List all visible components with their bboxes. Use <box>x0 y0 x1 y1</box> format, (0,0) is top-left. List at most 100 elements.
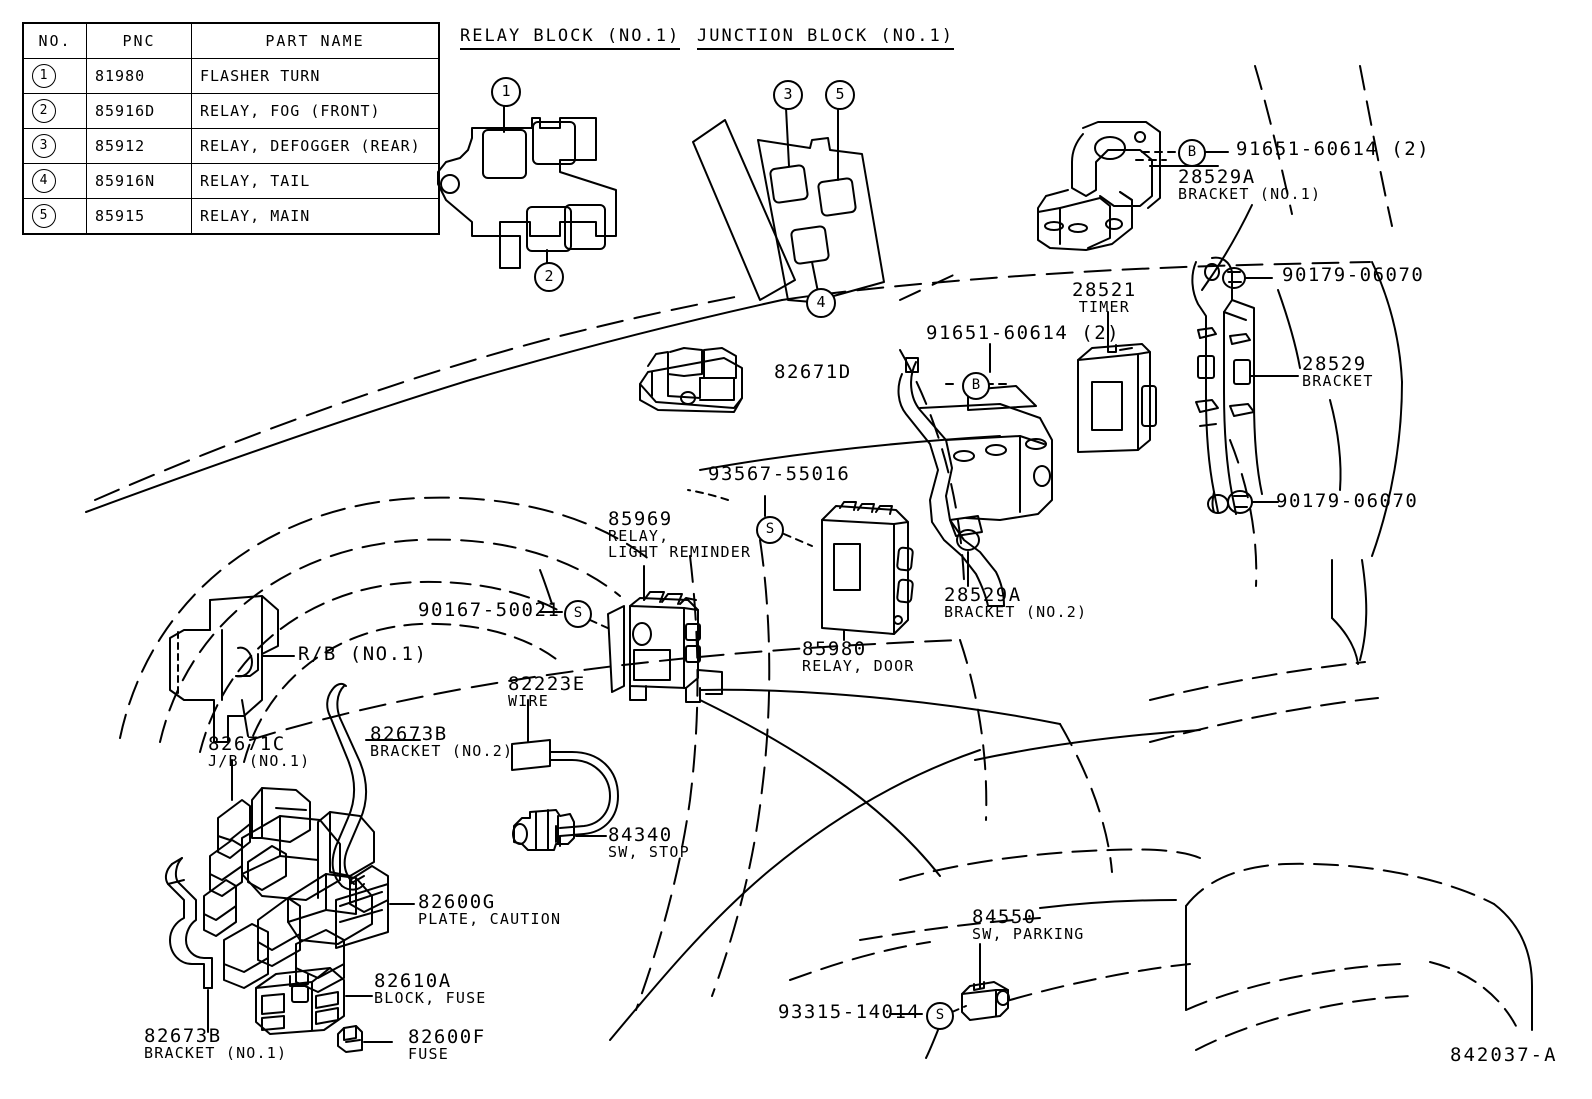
part-number: 82223E <box>508 673 586 695</box>
part-number: 82673B <box>144 1025 222 1047</box>
legend-cell-name: FLASHER TURN <box>191 58 440 94</box>
junction-block-detail-drawing <box>692 107 961 303</box>
bracket-82673b-no2-drawing <box>326 682 367 891</box>
relay-door-85980-drawing <box>821 501 914 635</box>
legend-cell-pnc: 85916N <box>86 163 192 199</box>
fuse-block-82610a-drawing <box>255 967 345 1035</box>
screw-mark-s-90167: S <box>564 600 592 628</box>
part-label-91651-60614-mid: 91651-60614 (2) <box>926 322 1121 344</box>
relay-block-detail-title: RELAY BLOCK (NO.1) <box>460 26 681 50</box>
bolt-90179-bottom-drawing <box>1227 490 1279 514</box>
timer-28521-drawing <box>1077 343 1157 453</box>
part-number: 93567-55016 <box>708 463 851 485</box>
jb-no1-82671c-drawing <box>169 595 279 743</box>
part-label-28529a-no1: 28529A BRACKET (NO.1) <box>1178 167 1322 204</box>
legend-number-badge: 2 <box>32 99 56 123</box>
parts-legend-table: NO. PNC PART NAME 1 81980 FLASHER TURN 2… <box>22 22 440 235</box>
legend-cell-pnc: 85915 <box>86 198 192 235</box>
legend-cell-name: RELAY, MAIN <box>191 198 440 235</box>
stop-switch-84340-drawing <box>512 809 575 851</box>
diagram-id-code: 842037-A <box>1450 1044 1558 1066</box>
part-label-85980-relay-door: 85980 RELAY, DOOR <box>802 638 915 676</box>
callout-number-3: 3 <box>773 80 803 110</box>
part-number: 84550 <box>972 906 1037 928</box>
legend-number-badge: 4 <box>32 169 56 193</box>
bracket-28529a-no2-drawing <box>897 357 1053 607</box>
part-label-90179-06070-top: 90179-06070 <box>1282 264 1425 286</box>
part-label-90179-06070-bottom: 90179-06070 <box>1276 491 1418 511</box>
part-label-82600f-fuse: 82600F FUSE <box>408 1027 486 1064</box>
legend-cell-pnc: 81980 <box>86 58 192 94</box>
part-number: 93315-14014 <box>778 1001 921 1023</box>
parking-switch-84550-drawing <box>961 981 1010 1021</box>
part-label-85969-relay-light-reminder: 85969 RELAY, LIGHT REMINDER <box>608 508 752 561</box>
part-number: 91651-60614 (2) <box>926 322 1121 344</box>
bracket-28529a-no1-drawing <box>1037 121 1161 251</box>
part-label-84550-sw-parking: 84550 SW, PARKING <box>972 906 1085 944</box>
part-description: PLATE, CAUTION <box>418 910 562 929</box>
part-description: SW, PARKING <box>972 925 1085 944</box>
relay-light-reminder-85969-drawing <box>607 591 723 703</box>
part-description: BRACKET <box>1302 372 1374 391</box>
part-label-28529-bracket: 28529 BRACKET <box>1302 353 1374 391</box>
part-description: FUSE <box>408 1045 449 1064</box>
part-number: 85969 <box>608 508 673 530</box>
part-description: TIMER <box>1078 298 1130 317</box>
part-number: 82671D <box>774 361 852 383</box>
bracket-82673b-no1-drawing <box>164 857 213 989</box>
table-row: 5 85915 RELAY, MAIN <box>22 198 440 235</box>
part-number: 82610A <box>374 970 452 992</box>
part-description: BLOCK, FUSE <box>374 989 487 1008</box>
legend-cell-name: RELAY, FOG (FRONT) <box>191 93 440 129</box>
bolt-mark-b-mid: B <box>962 372 990 400</box>
part-number: 90167-50021 <box>418 599 561 621</box>
part-description: WIRE <box>508 692 549 711</box>
part-description: BRACKET (NO.1) <box>1178 185 1322 204</box>
callout-number-4: 4 <box>806 288 836 318</box>
part-number: 82600G <box>418 891 496 913</box>
part-label-82671d: 82671D <box>774 361 852 383</box>
screw-mark-s-93315: S <box>926 1002 954 1030</box>
table-row: 3 85912 RELAY, DEFOGGER (REAR) <box>22 128 440 164</box>
callout-number-1: 1 <box>491 77 521 107</box>
part-number: 90179-06070 <box>1282 264 1425 286</box>
relay-block-82671d-drawing <box>639 347 743 413</box>
legend-cell-pnc: 85912 <box>86 128 192 164</box>
caution-plate-82600g-drawing <box>335 883 389 949</box>
part-number: 91651-60614 (2) <box>1236 138 1431 160</box>
part-number: 82673B <box>370 723 448 745</box>
table-row: 4 85916N RELAY, TAIL <box>22 163 440 199</box>
bolt-mark-b-top: B <box>1178 139 1206 167</box>
junction-block-exploded-drawing <box>203 787 389 993</box>
part-description: BRACKET (NO.2) <box>370 742 514 761</box>
part-label-90167-50021: 90167-50021 <box>418 599 561 621</box>
part-label-82671c-jb-no1: 82671C J/B (NO.1) <box>208 733 311 771</box>
table-row: 2 85916D RELAY, FOG (FRONT) <box>22 93 440 129</box>
part-number: 85980 <box>802 638 867 660</box>
part-description: BRACKET (NO.1) <box>144 1044 288 1063</box>
part-label-82610a-block-fuse: 82610A BLOCK, FUSE <box>374 970 487 1008</box>
part-description: BRACKET (NO.2) <box>944 603 1088 622</box>
part-description: SW, STOP <box>608 843 690 862</box>
part-number: 28529A <box>944 584 1022 606</box>
junction-block-detail-title: JUNCTION BLOCK (NO.1) <box>697 26 954 50</box>
part-number: 82671C <box>208 733 286 755</box>
part-number: 28521 <box>1072 279 1137 301</box>
bolt-90179-top-drawing <box>1222 267 1273 289</box>
bracket-28529-drawing <box>1191 256 1263 515</box>
part-description-line1: RELAY, <box>608 527 670 546</box>
relay-block-detail-drawing <box>437 99 617 269</box>
legend-number-badge: 1 <box>32 64 56 88</box>
fuse-82600f-drawing <box>337 1025 363 1053</box>
part-description-line2: LIGHT REMINDER <box>608 542 752 561</box>
legend-number-badge: 5 <box>32 204 56 228</box>
part-number: 28529 <box>1302 353 1367 375</box>
part-label-82223e-wire: 82223E WIRE <box>508 673 586 711</box>
part-label-93315-14014: 93315-14014 <box>778 1001 921 1023</box>
legend-cell-name: RELAY, TAIL <box>191 163 440 199</box>
part-description: RELAY, DOOR <box>802 657 915 676</box>
part-description: J/B (NO.1) <box>208 752 311 771</box>
legend-header-part-name: PART NAME <box>191 22 440 59</box>
